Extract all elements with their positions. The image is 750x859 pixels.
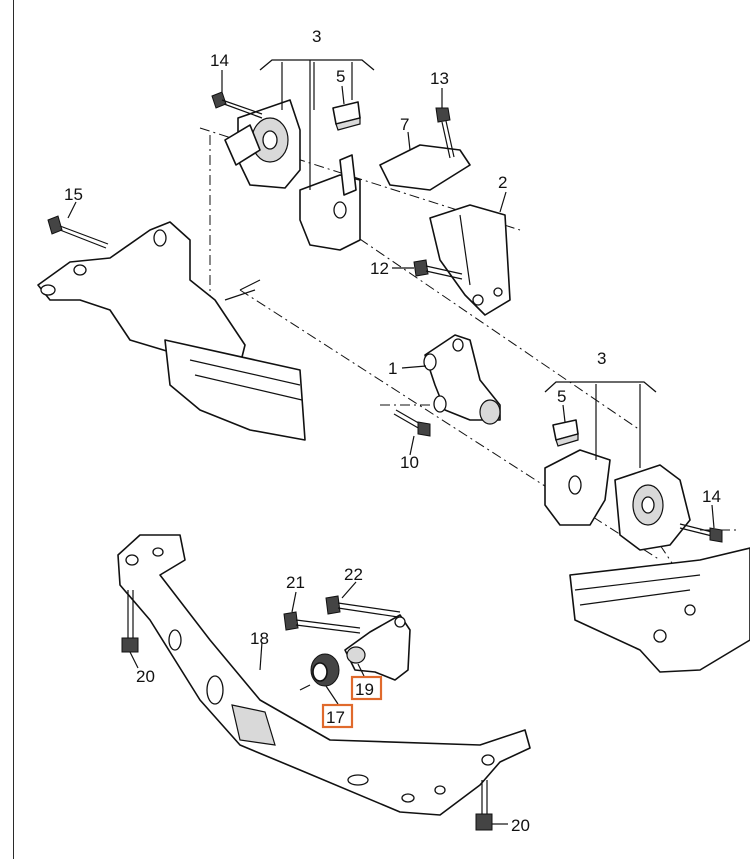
label-5-top: 5	[336, 67, 345, 86]
bolt-12	[413, 259, 463, 280]
bolt-21	[283, 611, 361, 634]
label-19: 19	[355, 680, 374, 699]
label-1: 1	[388, 359, 397, 378]
part-labels: 14 3 5 13 7 2 12 15 1 3 5 10 14 21 22 18…	[64, 27, 721, 835]
leader-lines	[67, 70, 715, 825]
bolt-lower	[679, 523, 723, 543]
label-14-mid: 14	[702, 487, 721, 506]
label-5-mid: 5	[557, 387, 566, 406]
stop-pad-upper	[332, 101, 361, 131]
label-14-top: 14	[210, 51, 229, 70]
bolt-10	[393, 409, 431, 437]
highlight-box-17	[321, 703, 354, 729]
engine-mount-lower	[544, 449, 691, 551]
subframe-upper-right	[569, 547, 750, 673]
brace-mid	[544, 381, 657, 468]
bolt-upper	[211, 91, 263, 119]
bushing-17	[299, 653, 340, 691]
label-3-mid: 3	[597, 349, 606, 368]
label-17: 17	[326, 708, 345, 727]
label-18: 18	[250, 629, 269, 648]
crossmember-18	[117, 534, 531, 816]
bolt-13	[435, 107, 455, 159]
bolt-15	[47, 215, 109, 249]
heat-shield	[379, 144, 471, 191]
bolt-20-left	[121, 590, 139, 653]
label-7: 7	[400, 115, 409, 134]
stop-pad-lower	[552, 419, 579, 447]
brace-top	[259, 59, 375, 110]
mount-1	[423, 334, 501, 425]
highlight-box-19	[350, 675, 383, 701]
mounting-bracket-2	[429, 204, 511, 316]
label-2: 2	[498, 173, 507, 192]
engine-mount-upper	[224, 60, 361, 251]
label-12: 12	[370, 259, 389, 278]
label-20-bottom: 20	[511, 816, 530, 835]
label-22: 22	[344, 565, 363, 584]
label-13: 13	[430, 69, 449, 88]
label-15: 15	[64, 185, 83, 204]
label-3-top: 3	[312, 27, 321, 46]
bolt-22	[325, 595, 401, 618]
bracket-19	[344, 614, 411, 681]
label-20-left: 20	[136, 667, 155, 686]
bolt-20-bottom	[475, 780, 493, 831]
subframe-upper-left	[37, 221, 306, 441]
page-border	[13, 0, 14, 859]
label-21: 21	[286, 573, 305, 592]
label-10: 10	[400, 453, 419, 472]
